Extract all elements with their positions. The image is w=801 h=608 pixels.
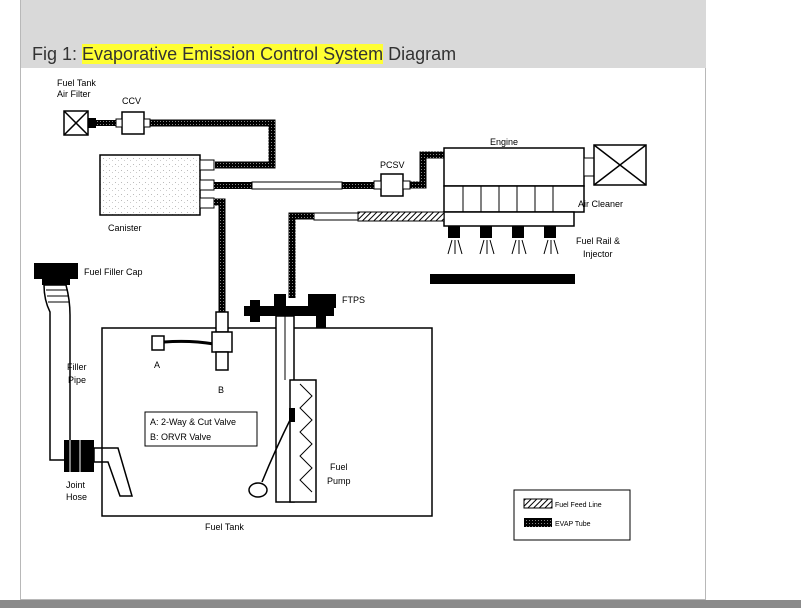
- label-pcsv: PCSV: [380, 160, 405, 170]
- two-way-cut-valve: [151, 335, 215, 351]
- legend-swatch-fuel-feed: [523, 498, 553, 509]
- fuel-tank-air-filter: [63, 110, 122, 136]
- legend-fuel-feed-line: Fuel Feed Line: [555, 502, 602, 509]
- label-fuel-rail-1: Fuel Rail &: [576, 236, 620, 246]
- page-margin: [706, 0, 801, 600]
- evap-tube-pcsv-engine: [410, 151, 445, 189]
- label-filler-pipe-1: Filler: [67, 362, 87, 372]
- joint-hose: [64, 440, 133, 497]
- label-b: B: [218, 385, 224, 395]
- filler-pipe: [43, 284, 71, 461]
- evap-tube-pump-rail: [288, 212, 314, 298]
- legend-swatch-evap: [524, 518, 552, 527]
- purge-line: [251, 181, 343, 190]
- evap-tube-canister-pcsv-1: [214, 182, 252, 189]
- label-ftps: FTPS: [342, 295, 365, 305]
- evap-tube-canister-pcsv-2: [342, 182, 374, 189]
- label-fuel-tank-air-filter-1: Fuel Tank: [57, 78, 96, 88]
- fuel-rail-injectors: [430, 211, 575, 284]
- valve-legend-box: [144, 411, 258, 447]
- fuel-tank: [101, 327, 433, 517]
- label-valve-a: A: 2-Way & Cut Valve: [150, 417, 236, 427]
- engine: [443, 147, 595, 213]
- label-joint-hose-2: Hose: [66, 492, 87, 502]
- caption-highlight: Evaporative Emission Control System: [82, 44, 384, 64]
- label-fuel-tank: Fuel Tank: [205, 522, 244, 532]
- fuel-feed-line-rail: [357, 211, 445, 222]
- label-fuel-pump-1: Fuel: [330, 462, 348, 472]
- evap-tube-ccv-canister: [150, 119, 276, 169]
- orvr-valve: [211, 311, 233, 371]
- ccv-valve: [115, 111, 151, 135]
- label-fuel-pump-2: Pump: [327, 476, 351, 486]
- evap-system-diagram: Fuel Feed Line EVAP Tube Fuel Tank Air F…: [34, 78, 647, 541]
- pcsv-valve: [373, 173, 411, 197]
- line-legend: Fuel Feed Line EVAP Tube: [513, 489, 631, 541]
- label-valve-b: B: ORVR Valve: [150, 432, 211, 442]
- legend-evap-tube: EVAP Tube: [555, 521, 591, 528]
- figure-caption: Fig 1: Evaporative Emission Control Syst…: [32, 43, 456, 65]
- label-fuel-filler-cap: Fuel Filler Cap: [84, 267, 143, 277]
- filler-pipe-corrugation: [46, 289, 69, 303]
- caption-suffix: Diagram: [383, 44, 457, 64]
- label-canister: Canister: [108, 223, 142, 233]
- pump-flange: [244, 294, 336, 328]
- air-cleaner: [593, 144, 647, 186]
- fuel-filler-cap: [34, 263, 78, 285]
- evap-tube-canister-orvr: [214, 198, 226, 312]
- label-fuel-tank-air-filter-2: Air Filter: [57, 89, 91, 99]
- label-air-cleaner: Air Cleaner: [578, 199, 623, 209]
- caption-prefix: Fig 1:: [32, 44, 83, 64]
- fuel-pump-assembly: [248, 315, 317, 503]
- label-joint-hose-1: Joint: [66, 480, 86, 490]
- label-ccv: CCV: [122, 96, 141, 106]
- label-engine: Engine: [490, 137, 518, 147]
- label-filler-pipe-2: Pipe: [68, 375, 86, 385]
- label-a: A: [154, 360, 160, 370]
- bottom-scroll-bar[interactable]: [0, 600, 801, 608]
- fuel-line-rail: [313, 212, 359, 221]
- label-fuel-rail-2: Injector: [583, 249, 613, 259]
- canister: [99, 154, 215, 216]
